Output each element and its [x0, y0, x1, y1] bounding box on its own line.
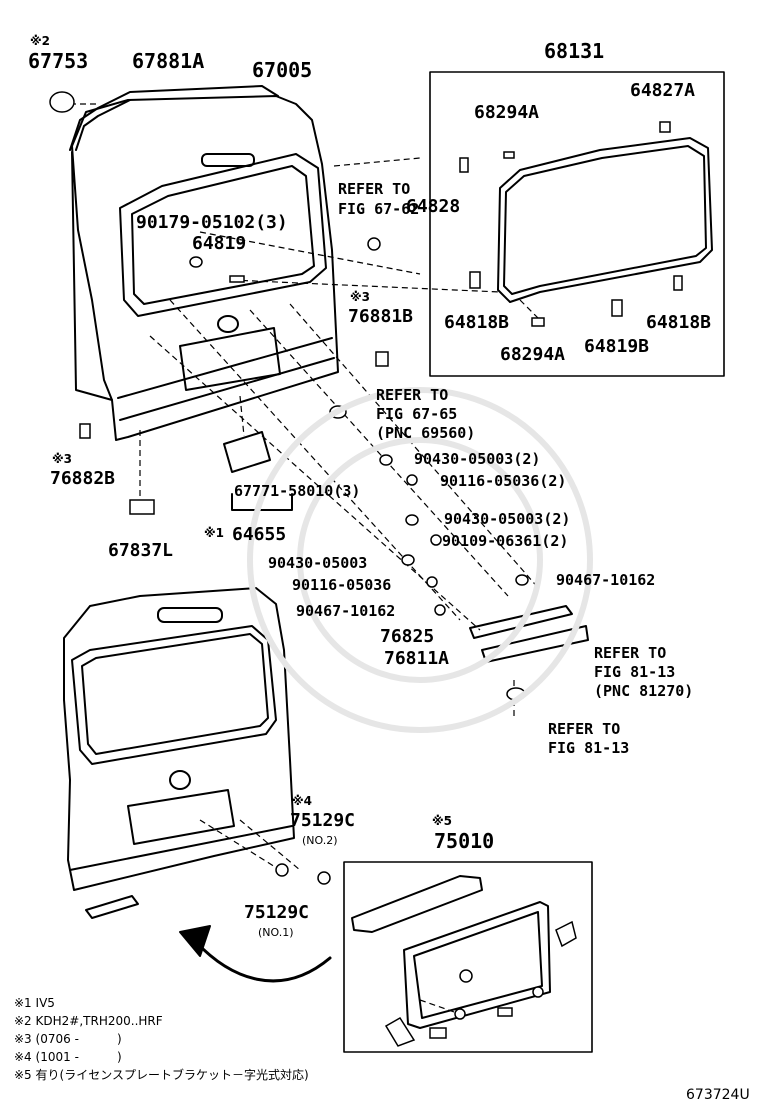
ref-fig-81-13-a: REFER TO	[594, 644, 667, 662]
part-90109-06361: 90109-06361(2)	[442, 532, 569, 550]
part-67005: 67005	[252, 58, 313, 82]
note-mark-2: ※2	[30, 34, 51, 48]
ref-fig-67-62-a: REFER TO	[338, 180, 411, 198]
part-90179-05102: 90179-05102(3)	[136, 212, 288, 233]
footnote-5: ※5 有り(ライセンスプレートブラケット－字光式対応)	[14, 1068, 309, 1082]
part-75010: 75010	[434, 829, 495, 853]
part-64828: 64828	[406, 196, 461, 217]
part-90430-05003-c: 90430-05003	[268, 554, 368, 572]
part-64819B: 64819B	[584, 336, 650, 357]
part-90467-10162-b: 90467-10162	[296, 602, 396, 620]
part-90467-10162-a: 90467-10162	[556, 571, 656, 589]
watermark	[247, 387, 593, 733]
rotate-arrow	[194, 940, 332, 983]
part-67753: 67753	[28, 49, 89, 73]
part-64827A: 64827A	[630, 80, 696, 101]
part-76811A: 76811A	[384, 648, 450, 669]
part-90430-05003-a: 90430-05003(2)	[414, 450, 541, 468]
clip-67753	[49, 91, 75, 113]
part-68131: 68131	[544, 39, 605, 63]
weatherstrip	[69, 85, 279, 401]
part-68294A-bottom: 68294A	[500, 344, 566, 365]
part-64818B-left: 64818B	[444, 312, 510, 333]
note-mark-3a: ※3	[350, 290, 371, 304]
footnotes: ※1 IV5 ※2 KDH2#,TRH200..HRF ※3 (0706 - )…	[14, 994, 309, 1084]
part-67771-58010: 67771-58010(3)	[234, 482, 361, 500]
part-75129C-no1: 75129C	[244, 902, 310, 923]
part-76881B: 76881B	[348, 306, 414, 327]
bracket-64655	[223, 431, 271, 473]
ref-fig-81-13-d: FIG 81-13	[548, 739, 630, 757]
note-mark-5: ※5	[432, 814, 453, 828]
note-mark-1: ※1	[204, 526, 225, 540]
footnote-4: ※4 (1001 - )	[14, 1050, 122, 1064]
ref-pnc-69560: (PNC 69560)	[376, 424, 476, 442]
part-64655: 64655	[232, 524, 287, 545]
ref-fig-81-13-b: FIG 81-13	[594, 663, 676, 681]
part-64819: 64819	[192, 233, 247, 254]
ref-fig-67-65-b: FIG 67-65	[376, 405, 458, 423]
label-no1: (NO.1)	[258, 926, 294, 939]
group-box-75010	[343, 861, 593, 1053]
label-no2: (NO.2)	[302, 834, 338, 847]
group-box-68131	[429, 71, 725, 377]
part-67881A: 67881A	[132, 49, 205, 73]
back-door-lower	[63, 587, 295, 891]
glass-panel	[497, 137, 713, 303]
note-mark-4: ※4	[292, 794, 313, 808]
footnote-1: ※1 IV5	[14, 996, 55, 1010]
part-90430-05003-b: 90430-05003(2)	[444, 510, 571, 528]
footnote-2: ※2 KDH2#,TRH200..HRF	[14, 1014, 163, 1028]
part-90116-05036-b: 90116-05036	[292, 576, 392, 594]
part-67837L: 67837L	[108, 540, 174, 561]
part-76825: 76825	[380, 626, 435, 647]
ref-fig-67-65-a: REFER TO	[376, 386, 449, 404]
back-door-upper	[71, 95, 339, 441]
ref-fig-81-13-c: REFER TO	[548, 720, 621, 738]
note-mark-3b: ※3	[52, 452, 73, 466]
part-90116-05036-a: 90116-05036(2)	[440, 472, 567, 490]
upper-window	[119, 153, 327, 317]
part-75129C-no2: 75129C	[290, 810, 356, 831]
part-76882B: 76882B	[50, 468, 116, 489]
ref-fig-67-62-b: FIG 67-62	[338, 200, 420, 218]
footnote-3: ※3 (0706 - )	[14, 1032, 122, 1046]
license-lamp-bar	[469, 605, 573, 639]
ref-pnc-81270: (PNC 81270)	[594, 682, 694, 700]
part-68294A-top: 68294A	[474, 102, 540, 123]
figure-id: 673724U	[686, 1087, 750, 1103]
part-64818B-right: 64818B	[646, 312, 712, 333]
